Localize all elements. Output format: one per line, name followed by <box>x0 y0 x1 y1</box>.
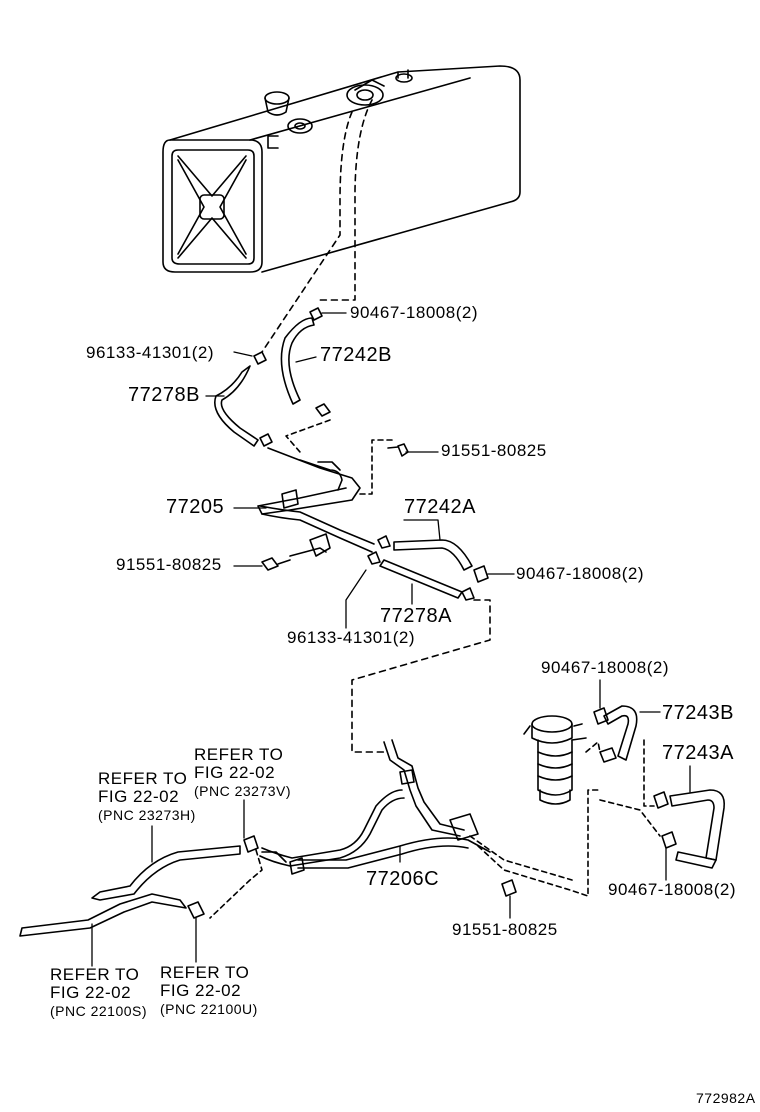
charcoal-canister <box>523 715 587 805</box>
refer-note-line: REFER TO <box>194 745 284 764</box>
refer-note-23273H: REFER TO FIG 22-02 (PNC 23273H) <box>98 770 196 824</box>
refer-note-line: FIG 22-02 <box>98 787 180 806</box>
part-label-77278A: 77278A <box>380 605 452 627</box>
part-label-96133: 96133-41301(2) <box>287 628 415 647</box>
hose-77242A <box>393 539 473 571</box>
clamp-icon <box>259 433 273 447</box>
part-label-91551: 91551-80825 <box>116 555 222 574</box>
pipe-77206C <box>259 739 491 875</box>
fuel-pipe-upper <box>91 845 241 901</box>
connect-dashed <box>585 741 601 753</box>
vent-line-dashed <box>315 99 373 301</box>
clamp-icon <box>367 551 381 565</box>
clamp-icon <box>243 835 259 853</box>
clamp-icon <box>187 901 205 919</box>
bolt-icon <box>387 443 409 457</box>
connect-dashed <box>351 599 491 753</box>
refer-note-line: REFER TO <box>98 769 188 788</box>
clamp-icon <box>253 351 267 365</box>
bolt-icon <box>501 879 517 897</box>
refer-note-22100U: REFER TO FIG 22-02 (PNC 22100U) <box>160 964 258 1018</box>
part-label-77242B: 77242B <box>320 344 392 366</box>
part-label-90467: 90467-18008(2) <box>350 303 478 322</box>
part-label-90467: 90467-18008(2) <box>608 880 736 899</box>
refer-note-pnc: (PNC 23273H) <box>98 807 196 823</box>
clamp-icon <box>461 587 475 601</box>
clamp-icon <box>593 707 609 725</box>
refer-note-line: REFER TO <box>160 963 250 982</box>
connect-dashed <box>599 799 661 837</box>
refer-note-22100S: REFER TO FIG 22-02 (PNC 22100S) <box>50 966 147 1020</box>
connect-dashed <box>477 789 599 897</box>
hose-77278A <box>379 559 463 599</box>
part-label-77206C: 77206C <box>366 868 440 890</box>
bolt-icon <box>261 557 291 571</box>
refer-note-line: FIG 22-02 <box>194 763 276 782</box>
refer-note-pnc: (PNC 23273V) <box>194 783 292 799</box>
clamp-icon <box>653 791 669 809</box>
fuel-pipe-lower <box>19 893 187 937</box>
part-label-77205: 77205 <box>166 496 225 518</box>
part-label-96133: 96133-41301(2) <box>86 343 214 362</box>
connect-dashed <box>209 849 263 919</box>
clamp-icon <box>309 307 323 321</box>
hose-77242B <box>280 317 315 405</box>
refer-note-line: FIG 22-02 <box>160 981 242 1000</box>
part-label-77242A: 77242A <box>404 496 476 518</box>
part-label-91551: 91551-80825 <box>452 920 558 939</box>
clamp-icon <box>661 831 677 849</box>
connect-dashed <box>643 739 655 807</box>
leader-lines <box>91 312 691 967</box>
refer-note-pnc: (PNC 22100U) <box>160 1001 258 1017</box>
hose-77243A-end <box>675 851 717 869</box>
hose-77243B <box>603 705 638 761</box>
connect-dashed <box>359 439 397 495</box>
hose-77278B <box>214 365 259 447</box>
part-label-77278B: 77278B <box>128 384 200 406</box>
connect-dashed <box>469 835 573 881</box>
part-label-77243A: 77243A <box>662 742 734 764</box>
clamp-icon <box>377 535 391 549</box>
clamp-icon <box>599 747 617 763</box>
part-label-77243B: 77243B <box>662 702 734 724</box>
valve-77205 <box>257 447 375 557</box>
part-label-90467: 90467-18008(2) <box>541 658 669 677</box>
figure-id: 772982A <box>696 1090 756 1106</box>
refer-note-pnc: (PNC 22100S) <box>50 1003 148 1019</box>
clamp-icon <box>315 403 331 417</box>
refer-note-line: FIG 22-02 <box>50 983 132 1002</box>
hose-77243A <box>669 789 726 861</box>
clamp-icon <box>473 565 489 583</box>
refer-note-23273V: REFER TO FIG 22-02 (PNC 23273V) <box>194 746 291 800</box>
part-label-90467: 90467-18008(2) <box>516 564 644 583</box>
fuel-tank <box>162 65 521 273</box>
part-label-91551: 91551-80825 <box>441 441 547 460</box>
refer-note-line: REFER TO <box>50 965 140 984</box>
connect-dashed <box>285 419 331 453</box>
vent-line-dashed <box>261 111 353 353</box>
